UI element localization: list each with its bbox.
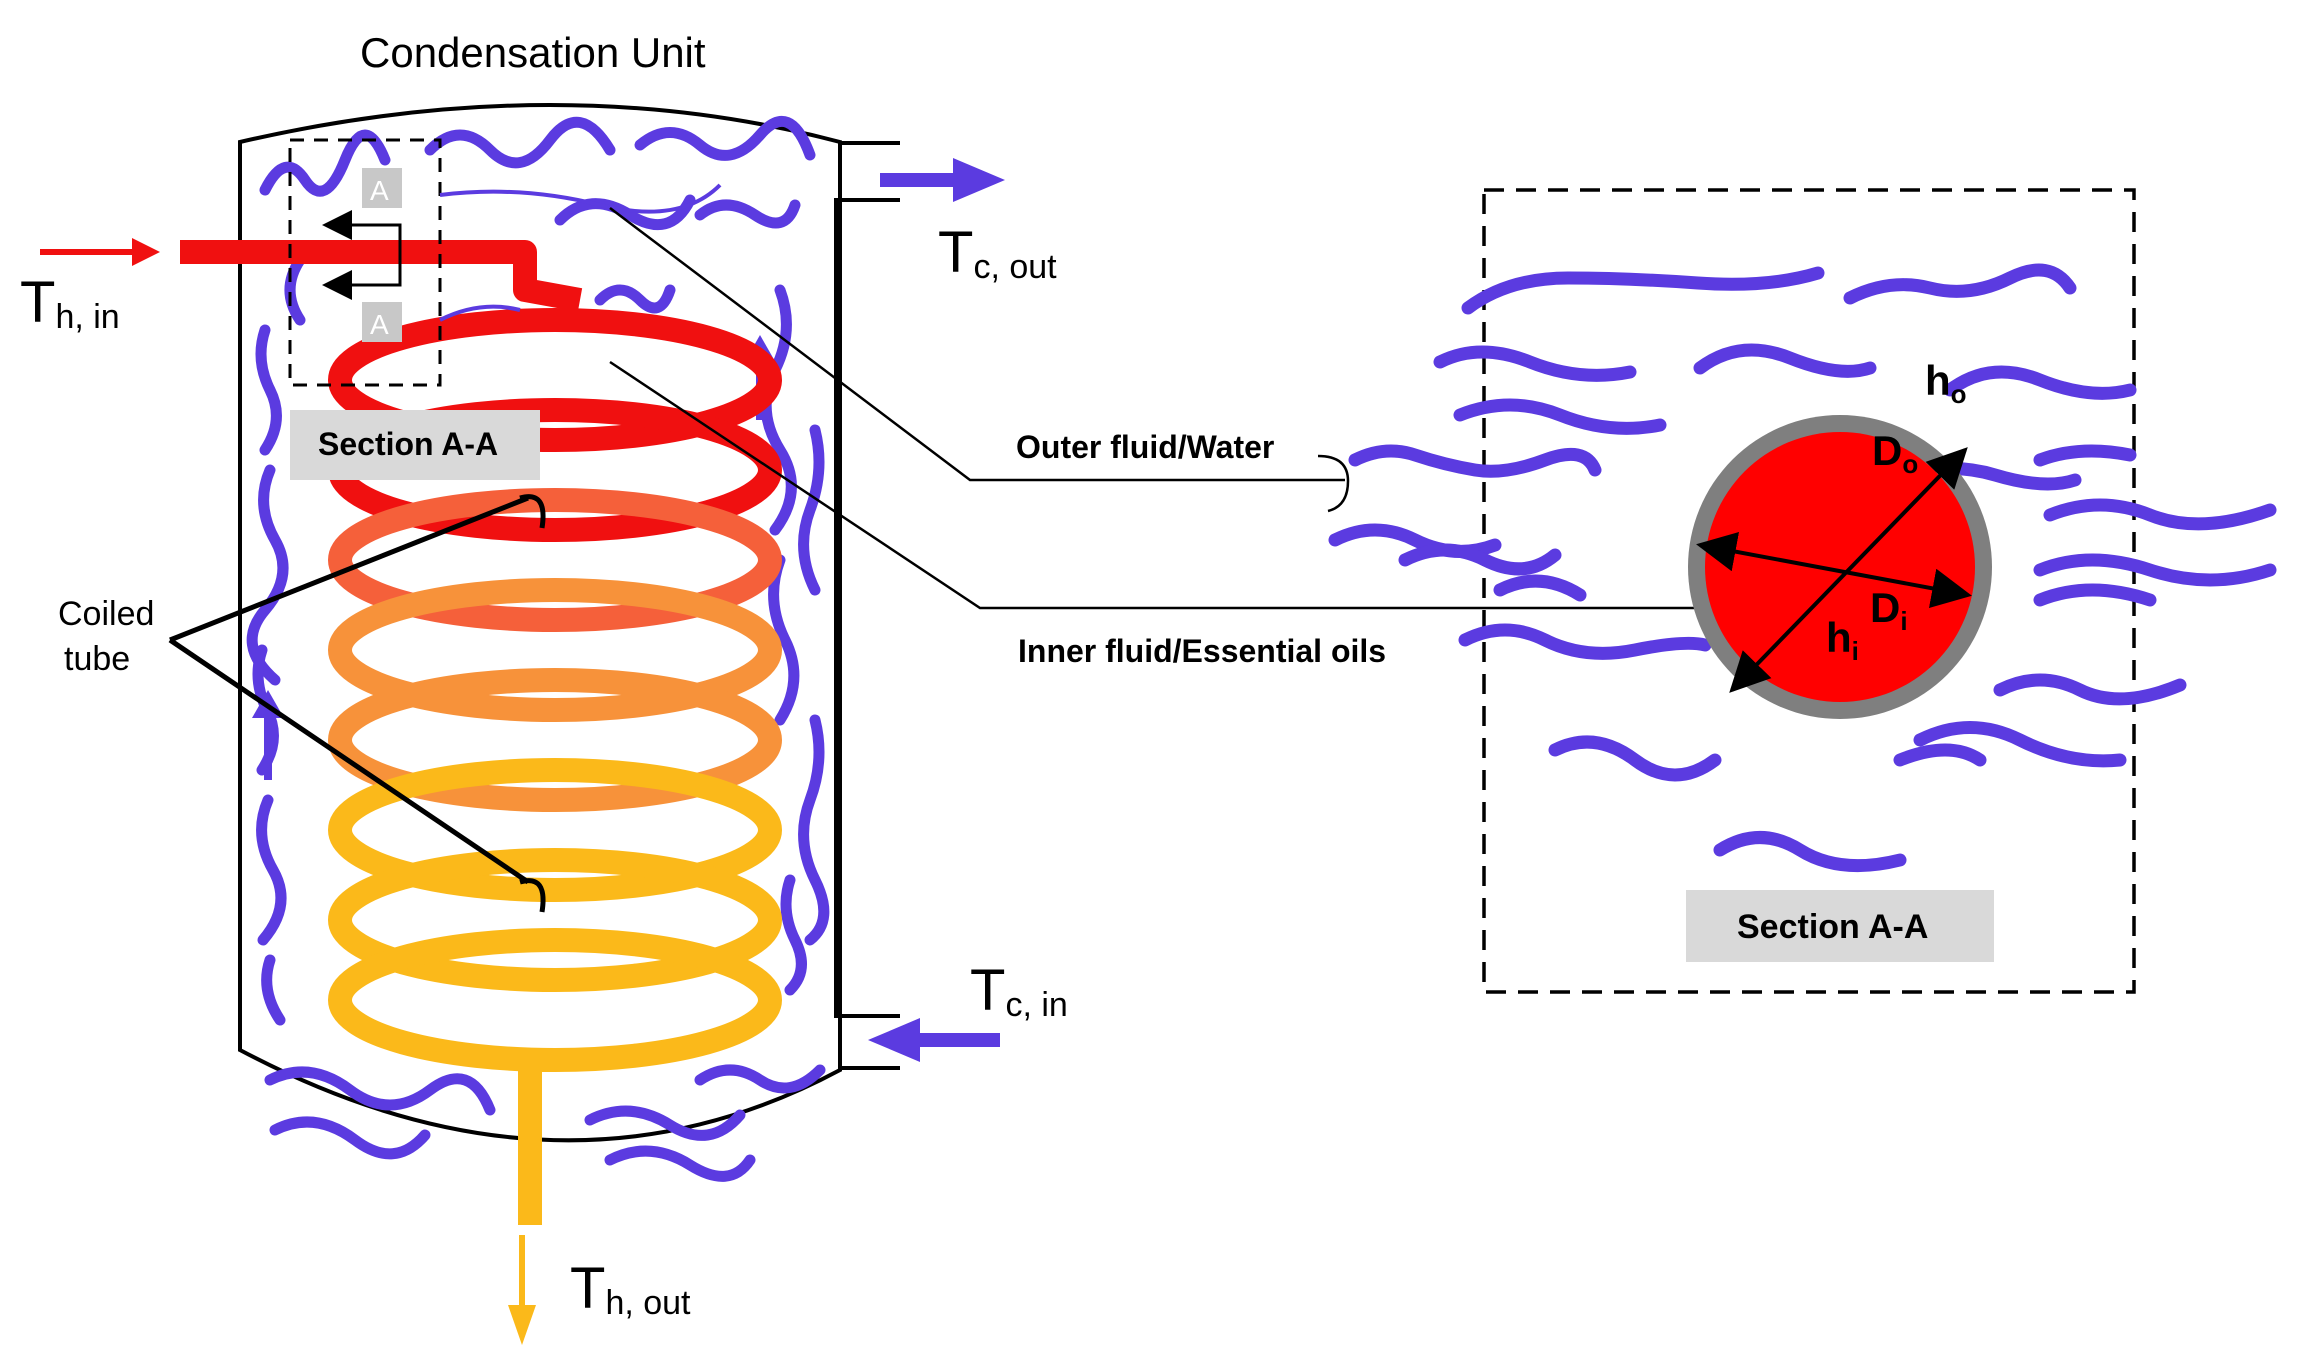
tc-in-label: Tc, in — [970, 958, 1068, 1024]
section-label-right-bg — [1686, 890, 1994, 962]
section-cut-label-top: A — [370, 175, 389, 206]
coiled-tube — [180, 240, 782, 1225]
tc-out-label: Tc, out — [938, 220, 1057, 286]
section-detail-water-squiggles — [1328, 263, 2277, 873]
hi-label: hi — [1826, 614, 1859, 666]
section-detail-frame — [1482, 188, 2136, 994]
th-out-label: Th, out — [570, 1256, 691, 1322]
th-in-label: Th, in — [20, 270, 120, 336]
section-label-right: Section A-A — [1737, 908, 1928, 946]
section-cut-label-bottom: A — [370, 309, 389, 340]
water-jacket-bracket — [834, 198, 900, 1018]
section-label-left-bg — [290, 410, 540, 480]
cold-outlet-arrow — [880, 158, 1005, 202]
do-label: Do — [1872, 427, 1918, 479]
inner-fluid-cross-section — [1705, 432, 1975, 702]
inner-fluid-label: Inner fluid/Essential oils — [1018, 633, 1386, 669]
di-label: Di — [1870, 584, 1908, 636]
hot-outlet-arrow — [508, 1235, 536, 1345]
section-label-left: Section A-A — [318, 426, 498, 462]
ho-label: ho — [1925, 357, 1967, 409]
outer-fluid-label: Outer fluid/Water — [1016, 429, 1274, 465]
diameter-arrows — [1696, 447, 1972, 693]
cold-inlet-arrow — [868, 1018, 1000, 1062]
diagram-title: Condensation Unit — [360, 29, 706, 76]
hot-inlet-arrow — [40, 238, 160, 266]
coiled-tube-leader-lines — [168, 494, 546, 913]
coiled-tube-label-line2: tube — [64, 640, 130, 678]
tank-water-squiggles — [246, 115, 830, 1182]
coiled-tube-label-line1: Coiled — [58, 595, 154, 633]
coil-inlet-pipe — [180, 240, 583, 312]
section-cut-marker: A A — [288, 138, 722, 387]
